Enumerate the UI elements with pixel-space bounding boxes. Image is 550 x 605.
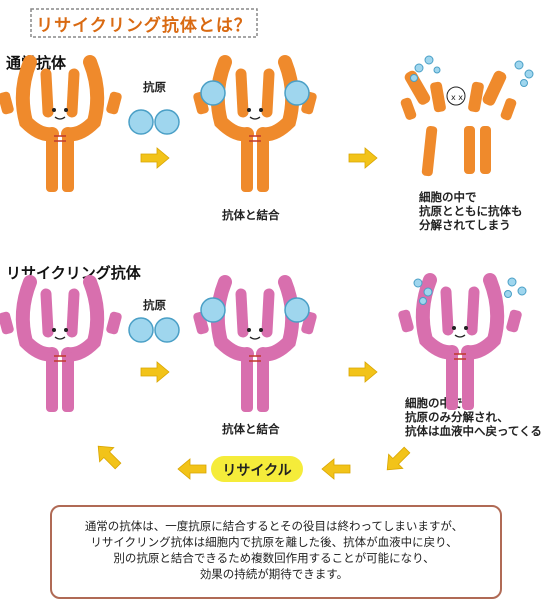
- return-arrow-3: [177, 458, 207, 480]
- recycling-antigen-label: 抗原: [143, 298, 166, 312]
- normal-result-line-1: 細胞の中で: [419, 190, 477, 204]
- explanation-line-2: リサイクリング抗体は細胞内で抗原を離した後、抗体が血液中に戻り、: [90, 535, 458, 549]
- normal-arrow-2: [348, 147, 378, 169]
- normal-antigen-fragments: [410, 55, 534, 87]
- recycling-antigen-pair: [128, 317, 180, 343]
- recycling-antigen-fragments: [413, 277, 527, 305]
- recycling-arrow-2: [348, 361, 378, 383]
- recycle-label: リサイクル: [222, 463, 292, 479]
- explanation-line-1: 通常の抗体は、一度抗原に結合するとその役目は終わってしまいますが、: [84, 519, 464, 533]
- normal-bound-antigens: [200, 80, 310, 106]
- return-arrow-4: [90, 438, 126, 474]
- normal-arrow-1: [140, 147, 170, 169]
- normal-antigen-pair: [128, 109, 180, 135]
- normal-antigen-label: 抗原: [143, 80, 166, 94]
- normal-result-line-2: 抗原とともに抗体も: [419, 204, 523, 218]
- recycling-result-line-2: 抗原のみ分解され、: [405, 410, 509, 424]
- normal-result-line-3: 分解されてしまう: [419, 218, 511, 232]
- recycling-antibody-released: [397, 280, 522, 410]
- recycling-antibody-heading: リサイクリング抗体: [6, 264, 141, 282]
- explanation-box: [50, 505, 502, 599]
- explanation-line-4: 効果の持続が期待できます。: [199, 567, 349, 581]
- recycling-result-line-3: 抗体は血液中へ戻ってくる: [405, 424, 542, 438]
- recycle-highlight: [211, 456, 303, 482]
- recycling-arrow-1: [140, 361, 170, 383]
- explanation-line-3: 別の抗原と結合できるため複数回作用することが可能になり、: [113, 551, 435, 565]
- page-title: リサイクリング抗体とは？: [36, 16, 252, 36]
- recycling-antibody-1: [0, 282, 123, 412]
- normal-bind-label: 抗体と結合: [222, 208, 280, 222]
- title-banner: [30, 8, 258, 38]
- normal-antibody-degraded: [400, 70, 517, 177]
- recycling-bound-antigens: [200, 297, 310, 323]
- recycling-bind-label: 抗体と結合: [222, 422, 280, 436]
- return-arrow-2: [321, 458, 351, 480]
- normal-degraded-face: x x: [446, 86, 466, 106]
- svg-text:x x: x x: [451, 93, 463, 102]
- normal-antibody-1: [0, 62, 123, 192]
- return-arrow-1: [379, 442, 415, 478]
